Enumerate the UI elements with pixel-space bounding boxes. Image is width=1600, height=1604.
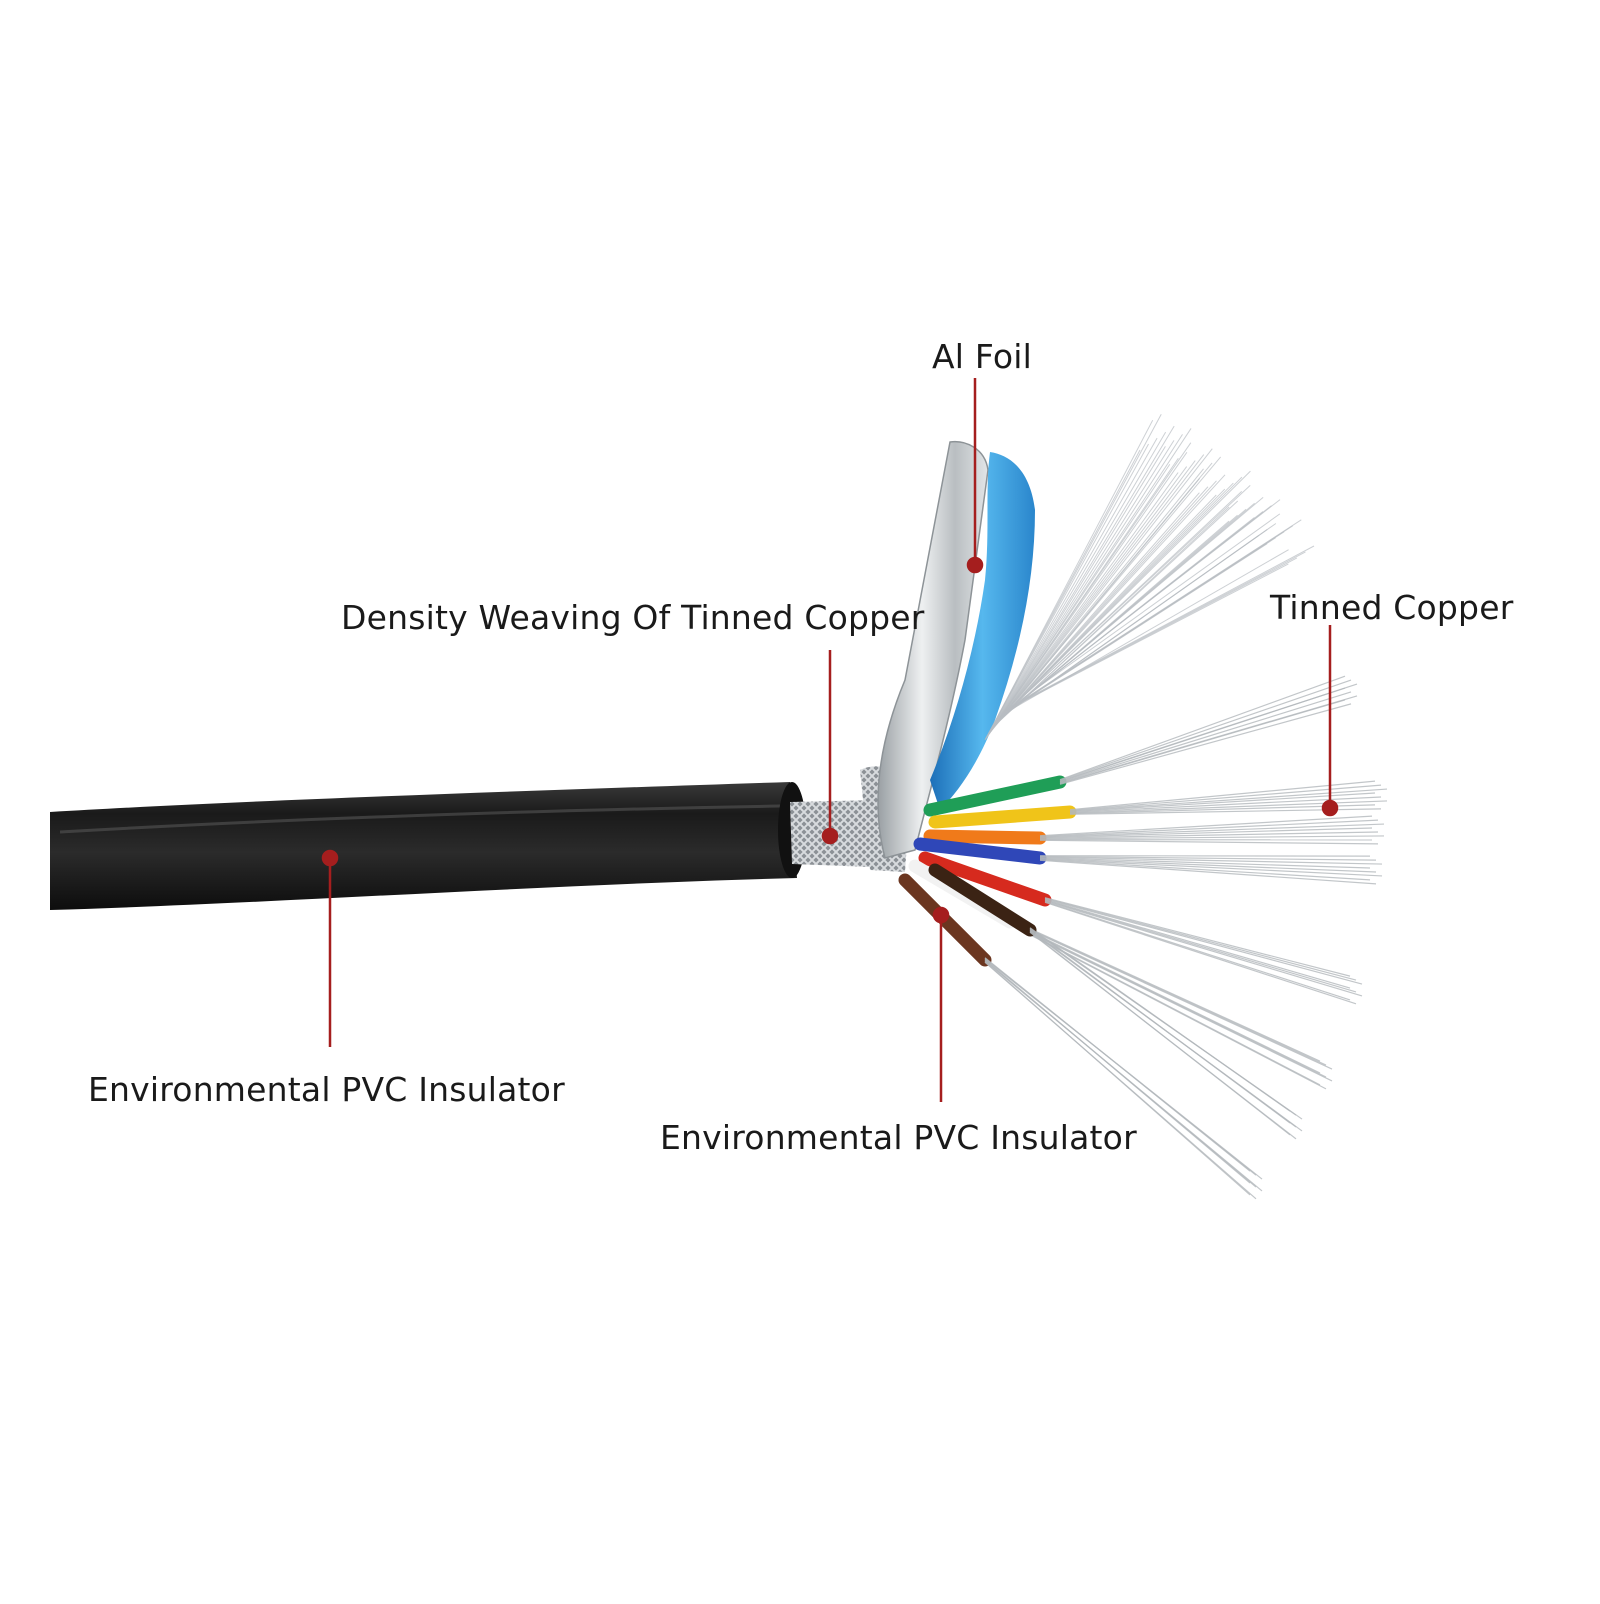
copper-strand: [1045, 901, 1362, 996]
label-outer-insulator: Environmental PVC Insulator: [88, 1070, 565, 1109]
label-core-insulator: Environmental PVC Insulator: [660, 1118, 1137, 1157]
copper-strand: [1070, 789, 1387, 811]
core-wire: [930, 836, 1040, 838]
copper-strand: [1045, 900, 1356, 992]
copper-strand: [1045, 898, 1350, 976]
copper-strand: [1040, 859, 1382, 876]
copper-strand: [1010, 924, 1326, 1089]
core-wire: [935, 812, 1070, 822]
copper-strand: [1045, 902, 1350, 1000]
copper-strand: [1040, 860, 1376, 884]
copper-strand: [1060, 700, 1345, 784]
copper-strand: [1060, 680, 1351, 780]
copper-strand: [1060, 688, 1345, 782]
copper-strand: [1060, 692, 1351, 782]
label-tinned-copper: Tinned Copper: [1270, 588, 1513, 627]
copper-strand: [1010, 922, 1326, 1077]
label-braid-shield: Density Weaving Of Tinned Copper: [341, 598, 925, 637]
copper-strand: [1040, 820, 1378, 836]
copper-strand: [1045, 902, 1356, 1004]
label-al-foil: Al Foil: [932, 337, 1032, 376]
outer-jacket: [50, 782, 806, 910]
copper-strand: [1045, 898, 1356, 980]
copper-strand: [1030, 931, 1302, 1131]
shield-strands: [985, 414, 1314, 740]
copper-strand: [1060, 704, 1351, 784]
copper-strand: [1010, 922, 1320, 1073]
copper-strand: [1060, 676, 1345, 780]
copper-strand: [1010, 923, 1332, 1081]
copper-strand: [1040, 840, 1378, 844]
